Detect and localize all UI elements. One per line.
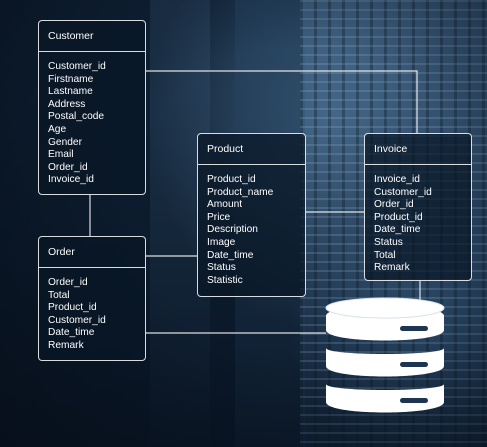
order-table-title: Order [39, 237, 145, 268]
table-field: Invoice_id [48, 174, 94, 186]
table-field: Customer_id [48, 314, 106, 326]
order-field-list: Order_id Total Product_id Customer_id Da… [39, 268, 145, 353]
table-field: Postal_code [48, 111, 105, 123]
table-field: Email [48, 149, 74, 161]
table-field: Product_id [374, 211, 423, 223]
customer-field-list: Customer_id Firstname Lastname Address P… [39, 52, 145, 187]
table-field: Date_time [374, 224, 421, 236]
table-field: Product_id [48, 302, 97, 314]
table-field: Order_id [374, 199, 414, 211]
table-field: Status [207, 262, 236, 274]
table-field: Date_time [207, 249, 254, 261]
table-field: Statistic [207, 274, 243, 286]
table-field: Price [207, 211, 231, 223]
order-table: Order Order_id Total Product_id Customer… [38, 236, 146, 361]
table-field: Customer_id [48, 61, 106, 72]
table-field: Age [48, 123, 67, 135]
table-field: Gender [48, 136, 82, 148]
table-field: Amount [207, 199, 243, 211]
table-field: Description [207, 224, 258, 236]
customer-table: Customer Customer_id Firstname Lastname … [38, 20, 146, 195]
connector-customer-invoice [146, 70, 418, 133]
invoice-field-list: Invoice_id Customer_id Order_id Product_… [365, 165, 471, 275]
table-field: Customer_id [374, 186, 432, 198]
invoice-table-title: Invoice [365, 134, 471, 165]
table-field: Lastname [48, 86, 93, 98]
product-table-title: Product [198, 134, 305, 165]
table-field: Remark [374, 262, 410, 274]
table-field: Order_id [48, 277, 88, 288]
table-field: Firstname [48, 73, 94, 85]
table-field: Total [48, 289, 70, 301]
table-field: Product_name [207, 186, 274, 198]
table-field: Image [207, 236, 236, 248]
customer-table-title: Customer [39, 21, 145, 52]
table-field: Invoice_id [374, 174, 420, 185]
table-field: Product_id [207, 174, 256, 185]
table-field: Remark [48, 339, 84, 351]
product-table: Product Product_id Product_name Amount P… [197, 133, 306, 297]
table-field: Status [374, 236, 403, 248]
table-field: Order_id [48, 161, 88, 173]
table-field: Date_time [48, 327, 95, 339]
database-icon [325, 297, 445, 413]
invoice-table: Invoice Invoice_id Customer_id Order_id … [364, 133, 472, 281]
table-field: Total [374, 249, 396, 261]
table-field: Address [48, 98, 86, 110]
product-field-list: Product_id Product_name Amount Price Des… [198, 165, 305, 287]
